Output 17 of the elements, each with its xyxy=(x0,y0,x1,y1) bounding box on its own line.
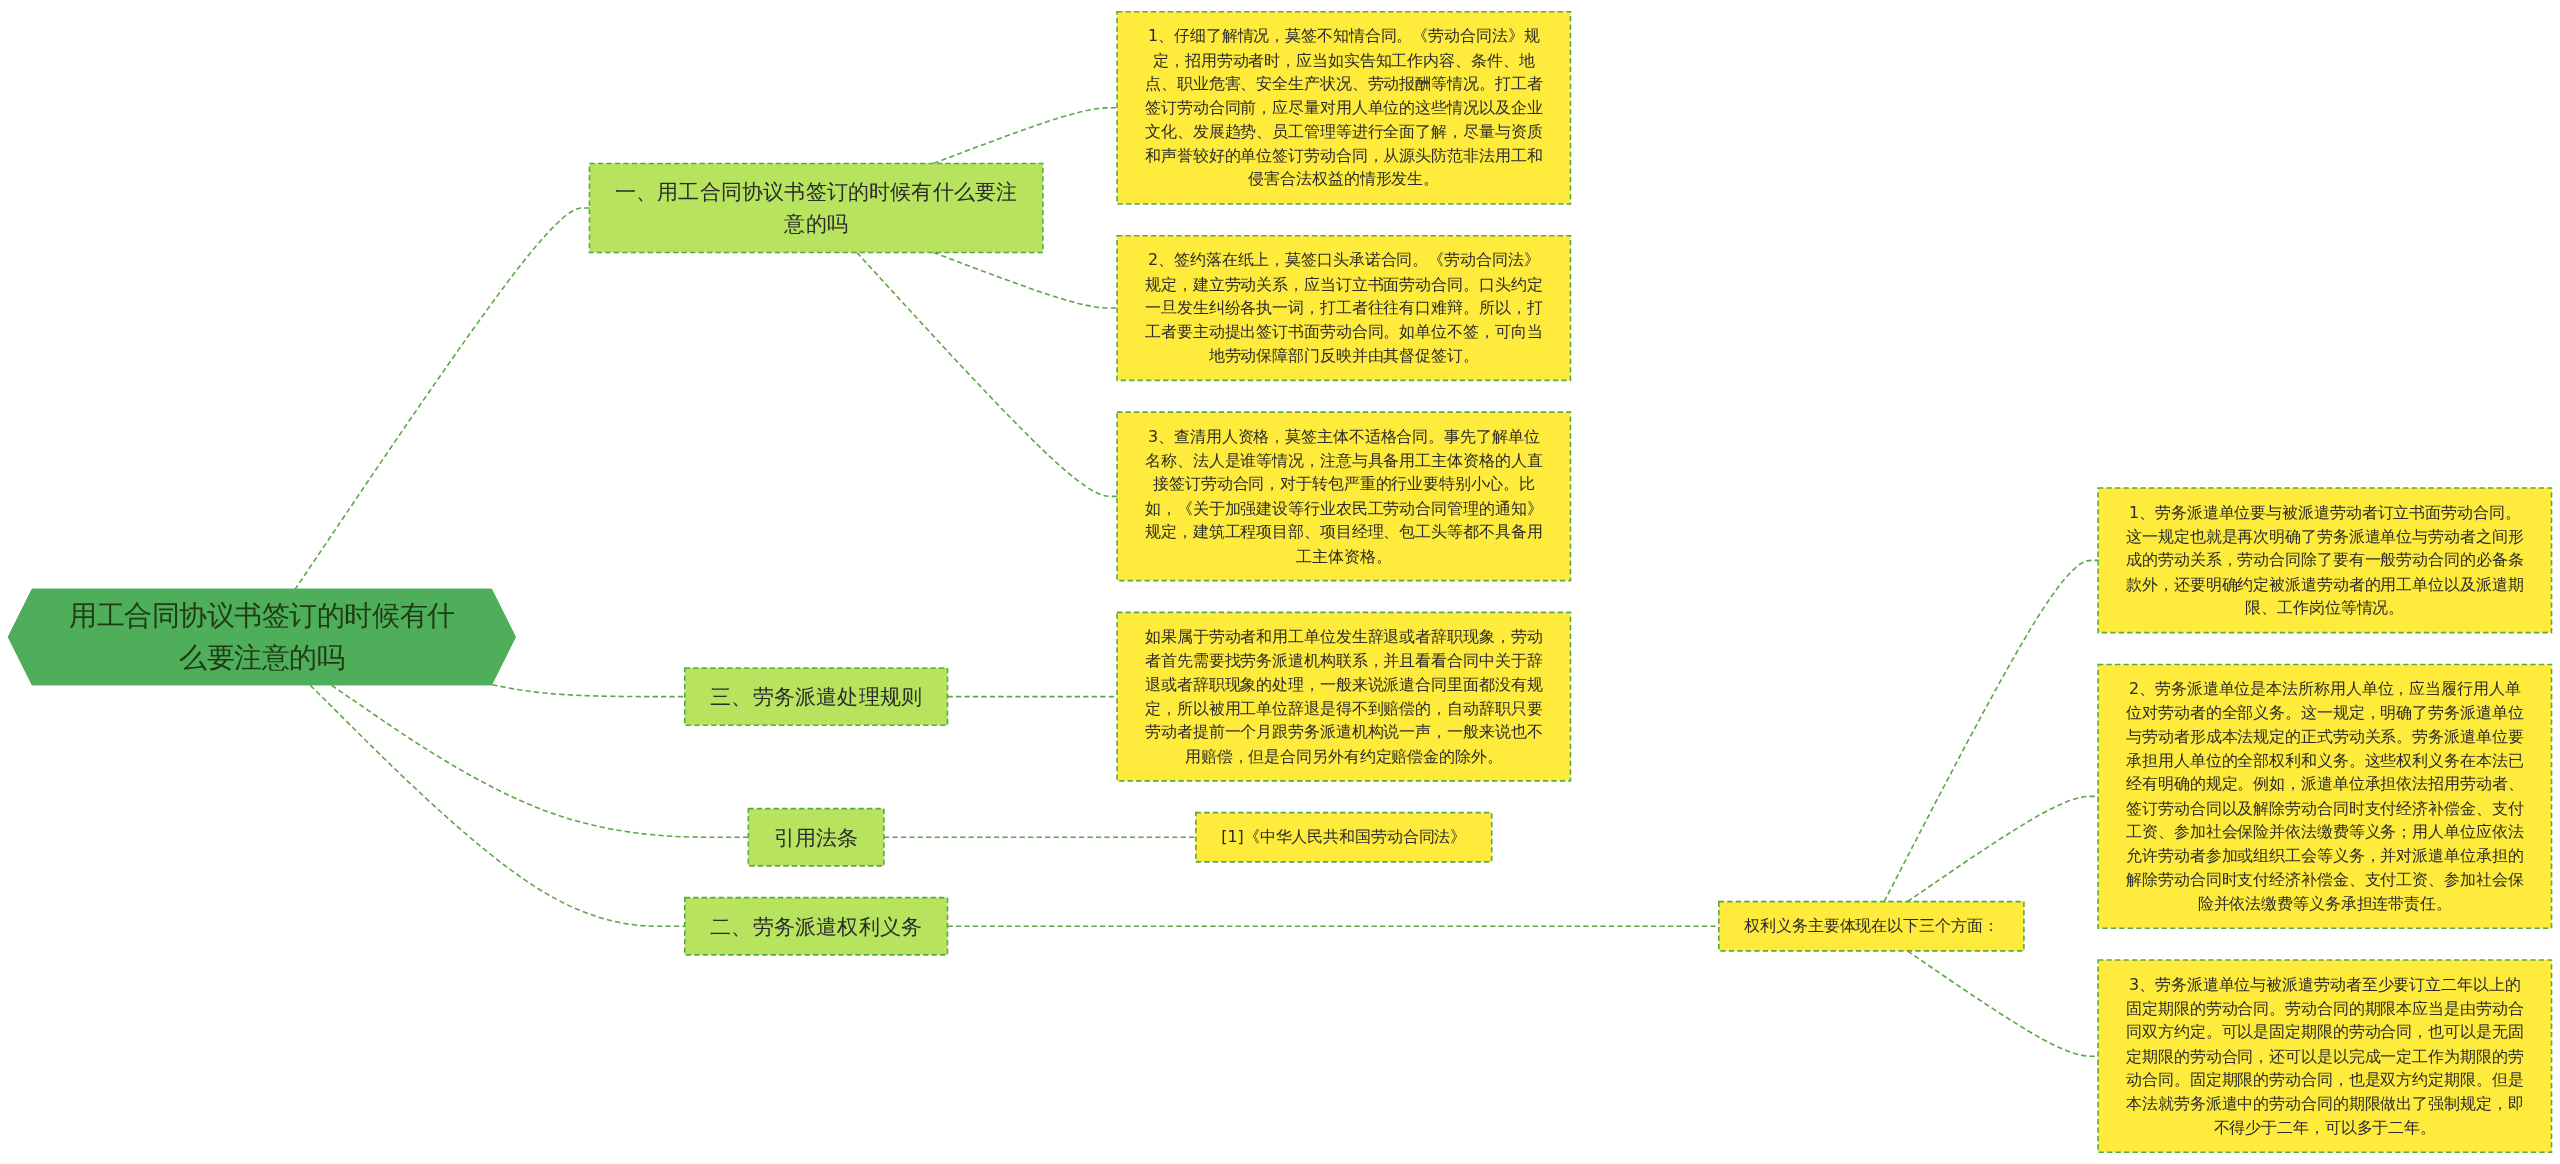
node-box: 2、劳务派遣单位是本法所称用人单位，应当履行用人单位对劳动者的全部义务。这一规定，明确了劳务派遣单位与劳动者形成本法规定的正式劳动关系。劳务派遣单位要承担用人单位的全部权利和义务。这些权利义务在本法已经有明确的规定。例如，派遣单位承担依法招用劳动者、签订劳动合同以及解除劳动合同时支付经济补偿金、支付工资、参加社会保险并依法缴费等义务；用人单位应依法允许劳动者参加或组织工会等义务，并对派遣单位承担的解除劳动合同时支付经济补偿金、支付工资、参加社会保险并依法缴费等义务承担连带责任。 xyxy=(2097,663,2553,930)
node-box: 一、用工合同协议书签订的时候有什么要注意的吗 xyxy=(588,162,1044,254)
node-box: 如果属于劳动者和用工单位发生辞退或者辞职现象，劳动者首先需要找劳务派遣机构联系，并且看看合同中关于辞退或者辞职现象的处理，一般来说派遣合同里面都没有规定，所以被用工单位辞退是得不到赔偿的，自动辞职只要劳动者提前一个月跟劳务派遣机构说一声，一般来说也不用赔偿，但是合同另外有约定赔偿金的除外。 xyxy=(1116,611,1572,782)
connector xyxy=(856,251,1118,498)
node-box: 三、劳务派遣处理规则 xyxy=(683,667,949,727)
node-box: 1、仔细了解情况，莫签不知情合同。《劳动合同法》规定，招用劳动者时，应当如实告知工作内容、条件、地点、职业危害、安全生产状况、劳动报酬等情况。打工者签订劳动合同前，应尽量对用人单位的这些情况以及企业文化、发展趋势、员工管理等进行全面了解，尽量与资质和声誉较好的单位签订劳动合同，从源头防范非法用工和侵害合法权益的情形发生。 xyxy=(1116,10,1572,205)
node-box: 3、查清用人资格，莫签主体不适格合同。事先了解单位名称、法人是谁等情况，注意与具备用工主体资格的人直接签订劳动合同，对于转包严重的行业要特别小心。比如，《关于加强建设等行业农民工劳动合同管理的通知》规定，建筑工程项目部、项目经理、包工头等都不具备用工主体资格。 xyxy=(1116,411,1572,582)
connector xyxy=(932,107,1118,165)
node-box: 权利义务主要体现在以下三个方面： xyxy=(1718,900,2025,952)
node-box: 1、劳务派遣单位要与被派遣劳动者订立书面劳动合同。这一规定也就是再次明确了劳务派遣单位与劳动者之间形成的劳动关系，劳动合同除了要有一般劳动合同的必备条款外，还要明确约定被派遣劳动者的用工单位以及派遣期限、工作岗位等情况。 xyxy=(2097,487,2553,634)
node-box: 引用法条 xyxy=(747,807,885,867)
node-box: 2、签约落在纸上，莫签口头承诺合同。《劳动合同法》规定，建立劳动关系，应当订立书面劳动合同。口头约定一旦发生纠纷各执一词，打工者往往有口难辩。所以，打工者要主动提出签订书面劳动合同。如单位不签，可向当地劳动保障部门反映并由其督促签订。 xyxy=(1116,234,1572,382)
node-box: [1]《中华人民共和国劳动合同法》 xyxy=(1195,811,1493,863)
connector xyxy=(932,251,1118,309)
node-box: 二、劳务派遣权利义务 xyxy=(683,896,949,956)
node-box: 3、劳务派遣单位与被派遣劳动者至少要订立二年以上的固定期限的劳动合同。劳动合同的期限本应当是由劳动合同双方约定。可以是固定期限的劳动合同，也可以是无固定期限的劳动合同，还可以是以完成一定工作为期限的劳动合同。固定期限的劳动合同，也是双方约定期限。但是本法就劳务派遣中的劳动合同的期限做出了强制规定，即不得少于二年，可以多于二年。 xyxy=(2097,959,2553,1154)
connector xyxy=(1883,559,2099,903)
